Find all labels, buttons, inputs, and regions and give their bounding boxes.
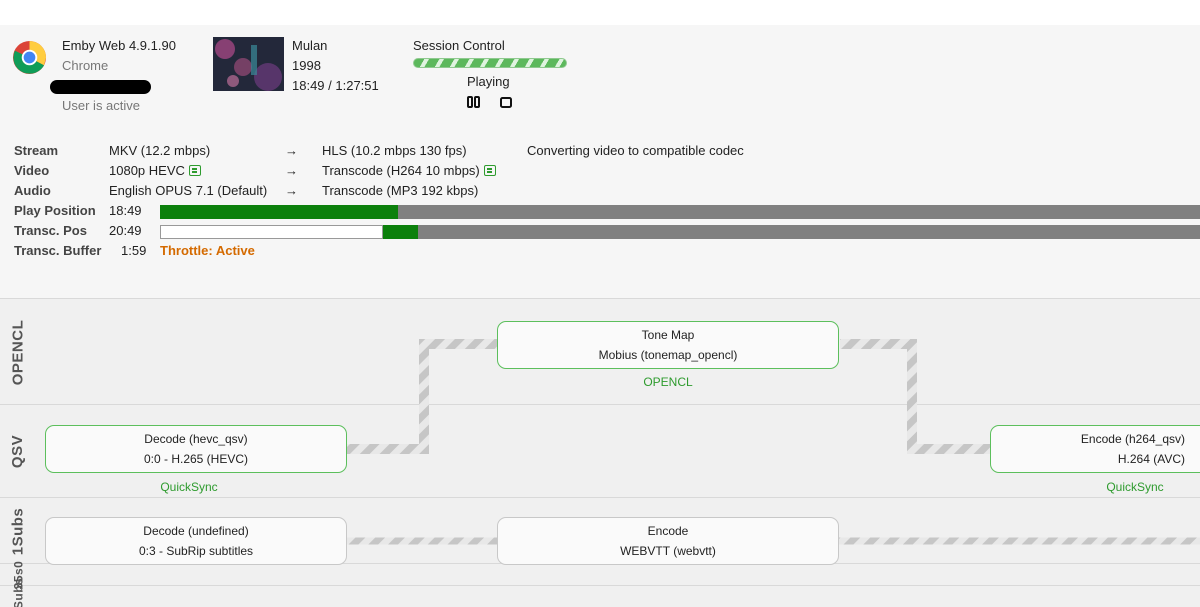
pipeline-connectors [347,339,1200,545]
transcode-position-row: Transc. Pos 20:49 [14,223,1200,241]
encode-subs-title: Encode [647,524,689,538]
play-position-row: Play Position 18:49 [14,203,1200,221]
lane-s0: 35s0 [0,561,1200,589]
media-title[interactable]: Mulan [292,38,328,53]
tonemap-node[interactable]: Tone Map Mobius (tonemap_opencl) [497,321,839,369]
codec-info-icon[interactable] [483,165,496,176]
decode-video-detail: 0:0 - H.265 (HEVC) [143,452,249,466]
encode-video-engine: QuickSync [1106,480,1164,494]
session-progress-bar [413,58,567,68]
media-year: 1998 [292,58,321,73]
tonemap-engine: OPENCL [643,375,693,389]
encode-video-node[interactable]: Encode (h264_qsv) H.264 (AVC) [990,425,1200,473]
stream-target: HLS (10.2 mbps 130 fps) [322,143,467,158]
redacted-username [50,80,151,94]
stop-icon[interactable] [499,95,513,109]
play-position-bar[interactable] [160,205,1200,219]
stream-label: Stream [14,143,59,158]
transcode-position-label: Transc. Pos [14,223,87,238]
video-source: 1080p HEVC [109,163,185,178]
video-source-cell: 1080p HEVC [109,163,201,178]
encode-video-title: Encode (h264_qsv) [1080,432,1185,446]
play-position-value: 18:49 [109,203,142,218]
audio-target: Transcode (MP3 192 kbps) [322,183,479,198]
audio-label: Audio [14,183,51,198]
session-header: Emby Web 4.9.1.90 Chrome User is active … [0,25,1200,125]
throttle-status: Throttle: Active [160,243,255,258]
connector-decode-tonemap [347,339,497,454]
video-label: Video [14,163,50,178]
audio-source: English OPUS 7.1 (Default) [109,183,268,198]
transcode-buffer-fill [382,225,418,239]
transcode-position-value: 20:49 [109,223,142,238]
stream-source: MKV (12.2 mbps) [109,143,211,158]
client-name: Emby Web 4.9.1.90 [62,38,176,53]
arrow-icon: → [285,143,298,158]
tonemap-title: Tone Map [641,328,695,342]
transcode-pipeline: OPENCL QSV 1Subs 35s0 3Subs Tone Map Mob… [0,298,1200,607]
video-target: Transcode (H264 10 mbps) [322,163,480,178]
decode-video-node[interactable]: Decode (hevc_qsv) 0:0 - H.265 (HEVC) [45,425,347,473]
pause-icon[interactable] [467,95,481,109]
decode-subs-node[interactable]: Decode (undefined) 0:3 - SubRip subtitle… [45,517,347,565]
session-control-title: Session Control [413,38,505,53]
encode-subs-node[interactable]: Encode WEBVTT (webvtt) [497,517,839,565]
arrow-icon: → [285,163,298,178]
arrow-icon: → [285,183,298,198]
encode-subs-detail: WEBVTT (webvtt) [620,544,716,558]
decode-video-engine: QuickSync [160,480,218,494]
media-thumbnail[interactable] [213,37,284,91]
connector-tonemap-encode [840,339,990,454]
transcode-done-segment [160,225,383,239]
decode-subs-title: Decode (undefined) [143,524,249,538]
codec-info-icon[interactable] [188,165,201,176]
play-position-fill [160,205,399,219]
decode-video-title: Decode (hevc_qsv) [144,432,248,446]
lane-opencl: OPENCL [0,299,1200,405]
transcode-buffer-label: Transc. Buffer [14,243,102,258]
media-time: 18:49 / 1:27:51 [292,78,379,93]
transcode-buffer-value: 1:59 [121,243,147,258]
encode-video-detail: H.264 (AVC) [1117,452,1185,466]
transcode-position-bar [160,225,1200,239]
stream-reason: Converting video to compatible codec [527,143,744,158]
video-target-cell: Transcode (H264 10 mbps) [322,163,496,178]
play-state: Playing [467,74,510,89]
user-status: User is active [62,98,141,113]
tonemap-detail: Mobius (tonemap_opencl) [598,348,738,362]
client-browser: Chrome [62,58,109,73]
chrome-icon [12,40,47,75]
lane-qsv: QSV [0,405,1200,498]
play-position-label: Play Position [14,203,96,218]
decode-subs-detail: 0:3 - SubRip subtitles [138,544,254,558]
